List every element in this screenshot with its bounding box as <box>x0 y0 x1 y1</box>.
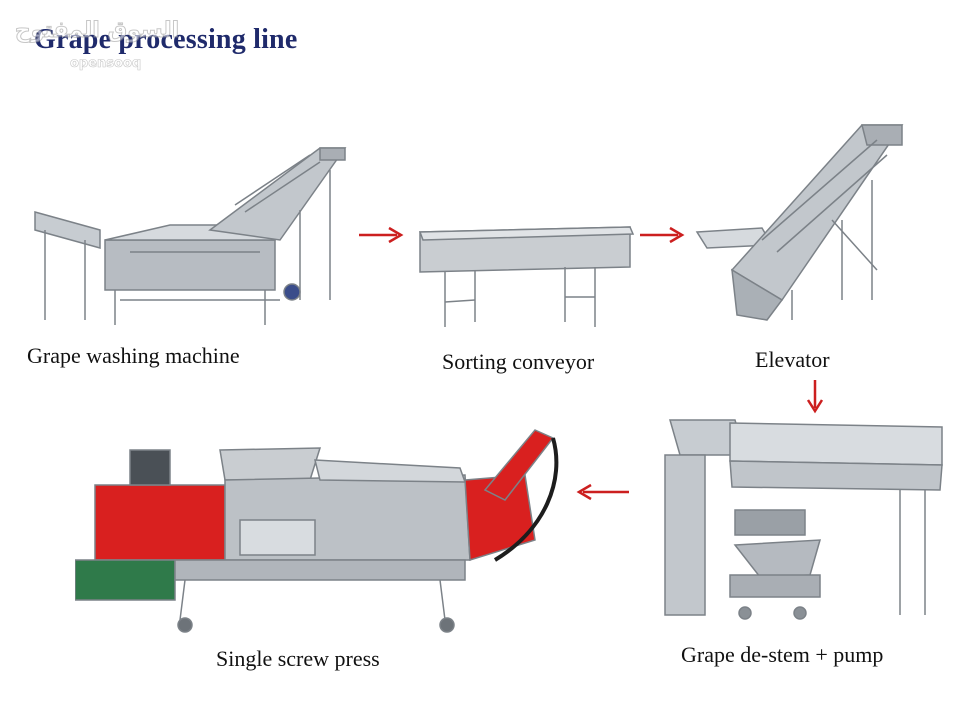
destemmer-pump-image <box>660 415 950 630</box>
stage-label-elevator: Elevator <box>755 347 830 372</box>
elevator-image <box>692 120 912 330</box>
stage-label-sorting: Sorting conveyor <box>442 349 595 374</box>
stage-label-washing: Grape washing machine <box>27 343 240 368</box>
stage-label-press: Single screw press <box>216 646 380 671</box>
flow-arrow-1 <box>357 225 405 245</box>
stage-label-destemmer: Grape de-stem + pump <box>681 642 884 667</box>
screw-press-image <box>75 420 570 640</box>
washing-machine-image <box>30 130 350 330</box>
flow-arrow-2 <box>638 225 686 245</box>
watermark-latin: opensooq <box>70 56 142 72</box>
flow-arrow-4 <box>575 482 631 502</box>
flow-arrow-3 <box>805 378 825 414</box>
watermark-logo: السوق المفتوح opensooq <box>12 18 182 78</box>
watermark-arabic: السوق المفتوح <box>14 18 180 44</box>
diagram-title: Grape processing line <box>34 24 298 55</box>
sorting-conveyor-image <box>415 222 635 332</box>
